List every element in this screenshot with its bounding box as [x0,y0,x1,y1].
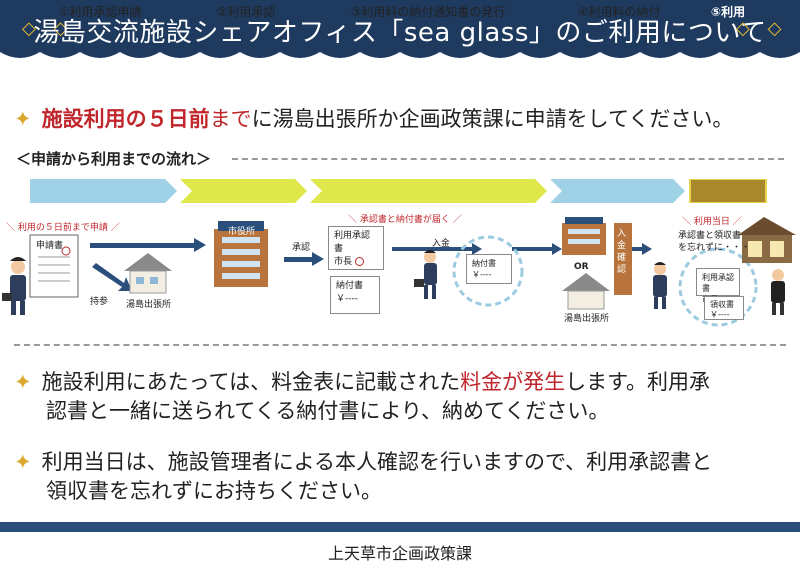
header-banner: ◇ ◇ 湯島交流施設シェアオフィス「sea glass」のご利用について ◇ ◇ [0,0,800,78]
payment-slip-document: 納付書 ￥---- [330,276,380,314]
payment-slip-mini: 納付書 ￥---- [466,254,512,284]
bullet-1-post: します。利用承 [565,370,711,394]
seal-stamp-icon [354,257,364,266]
approval-doc-title: 利用承認書 [334,231,371,254]
left-diamond-ornament: ◇ ◇ [22,18,74,39]
footer-bar [0,522,800,532]
deposit-label: 入金 [432,239,451,249]
approve-label: 承認 [292,243,311,253]
or-label: OR [574,262,589,272]
branch-label: 湯島出張所 [126,300,172,310]
payment-slip-mini-amount: ￥---- [472,270,492,279]
payment-bubble [452,235,524,307]
approval-doc-mini-title: 利用承認書 [702,273,734,293]
flow-title: ＜申請から利用までの流れ＞ [16,150,212,168]
footer-department: 上天草市企画政策課 [327,544,472,563]
lead-until: まで [209,107,252,131]
bullet-fee-notice: ✦ 施設利用にあたっては、料金表に記載された料金が発生します。利用承 認書と一緒に… [14,368,794,426]
payment-slip-title: 納付書 [336,281,364,291]
lead-deadline: 施設利用の５日前 [41,107,210,131]
step-box-5 [689,179,767,203]
bullet-identity-check: ✦ 利用当日は、施設管理者による本人確認を行いますので、利用承認書と 領収書を忘れ… [14,448,794,506]
city-hall-label: 市役所 [228,227,256,237]
star-bullet-icon: ✦ [14,370,32,394]
payment-confirm-bar [614,223,632,295]
documents-bubble [678,247,758,327]
step-arrow-2 [180,179,307,203]
bring-note-1: 承認書と領収書 [678,231,742,241]
facility-manager-person-icon [771,269,785,315]
bullet-1-line2: 認書と一緒に送られてくる納付書により、納めてください。 [46,399,610,423]
step-5-label: ⑤利用 [710,5,746,19]
step-arrow-3 [310,179,547,203]
bullet-2-line2: 領収書を忘れずにお持ちください。 [46,479,382,503]
deadline-tag: ＼ 利用の５日前まで申請 ／ [6,223,120,233]
receipt-amount: ￥---- [710,310,730,319]
step-arrow-4 [550,179,685,203]
branch2-label: 湯島出張所 [564,314,610,324]
header-wave-background [0,0,800,58]
city-hall-building-icon [214,221,268,287]
bullet-1-pre: 施設利用にあたっては、料金表に記載された [41,370,461,394]
star-bullet-icon: ✦ [14,107,32,131]
right-diamond-ornament: ◇ ◇ [736,18,788,39]
section-divider [14,344,786,346]
city-hall-building-small-icon [562,217,606,255]
lead-instruction: ✦ 施設利用の５日前までに湯島出張所か企画政策課に申請をしてください。 [14,103,794,133]
bullet-1-red: 料金が発生 [460,370,566,394]
flow-illustration [2,217,796,327]
approval-doc-mini: 利用承認書 市長 [696,268,740,304]
application-form-icon [29,234,79,298]
user-person-icon [653,262,667,309]
bring-note-2: を忘れずに・・・ [678,243,751,253]
step-arrows [30,179,767,203]
receipt-title: 領収書 [710,300,734,309]
flow-arrows [90,238,652,291]
flow-title-rule [232,158,784,160]
payer-person-icon [414,250,437,299]
step-2-label: ②利用承認 [216,5,276,19]
lead-rest: に湯島出張所か企画政策課に申請をしてください。 [251,107,734,131]
branch-office-house-icon [124,253,172,294]
use-day-tag: ＼ 利用当日 ／ [682,217,742,227]
payment-slip-mini-title: 納付書 [472,259,496,268]
approval-document: 利用承認書 市長 [328,226,384,270]
payment-slip-amount: ￥---- [336,294,358,304]
branch-office-house-small-icon [562,273,610,310]
docs-arrive-tag: ＼ 承認書と納付書が届く ／ [348,215,462,225]
step-4-label: ④利用料の納付 [577,5,661,19]
step-1-label: ①利用承認申請 [58,5,142,19]
step-3-label: ③利用料の納付通知書の発行 [350,5,506,19]
confirm-vertical-label: 入金確認 [617,229,627,275]
sea-glass-building-icon [738,217,796,263]
receipt-document: 領収書 ￥---- [704,296,744,320]
step-arrow-1 [30,179,177,203]
carry-label: 持参 [90,297,109,307]
star-bullet-icon: ✦ [14,450,32,474]
approval-doc-mayor: 市長 [334,257,353,267]
form-label: 申請書 [36,241,64,251]
page-title: 湯島交流施設シェアオフィス「sea glass」のご利用について [33,18,767,48]
applicant-person-icon [2,257,26,315]
bullet-2-line1: 利用当日は、施設管理者による本人確認を行いますので、利用承認書と [41,450,713,474]
